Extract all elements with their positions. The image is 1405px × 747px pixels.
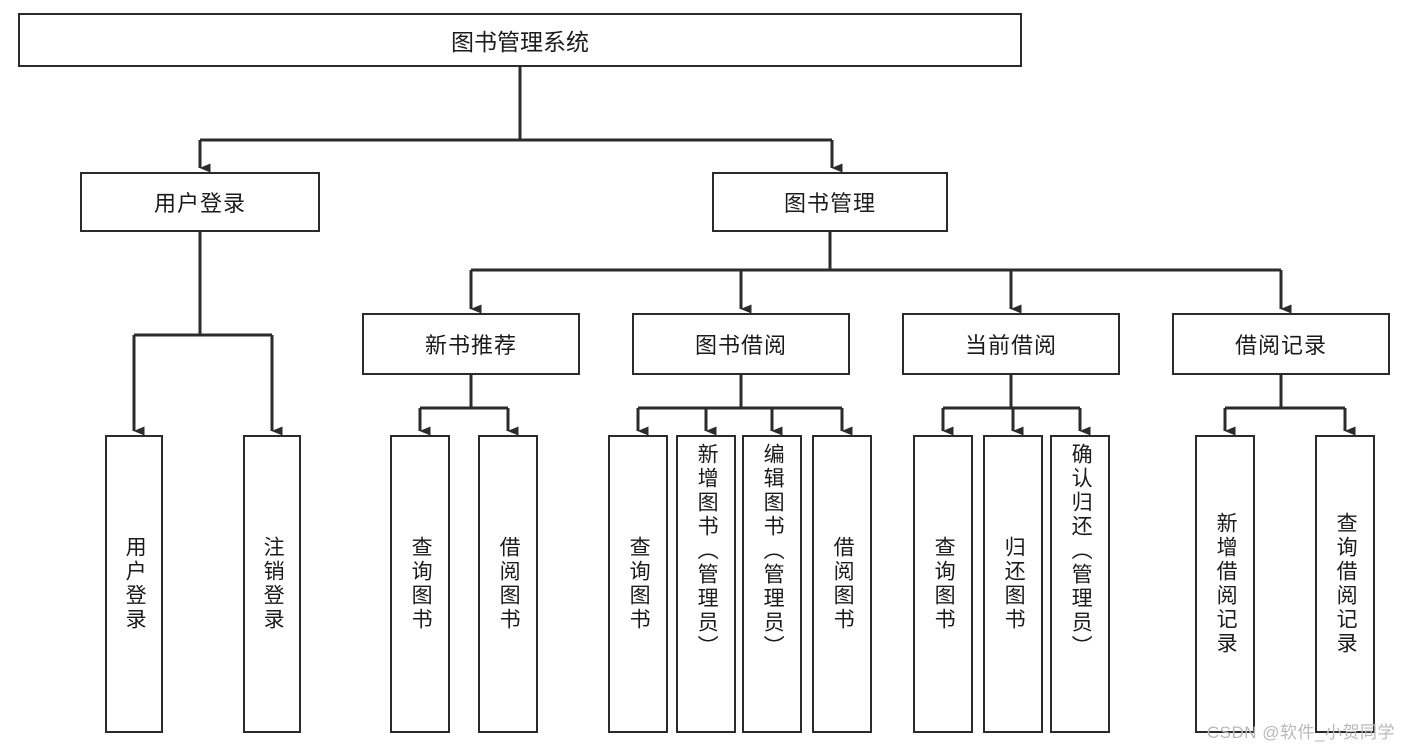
watermark-text: CSDN @软件_小贺同学 xyxy=(1206,723,1395,742)
leaf-user-login[interactable]: 用户登录 xyxy=(105,435,163,733)
leaf-borrow-book-2[interactable]: 借阅图书 xyxy=(812,435,872,733)
leaf-logout-login[interactable]: 注销登录 xyxy=(243,435,301,733)
leaf-return-book[interactable]: 归还图书 xyxy=(983,435,1043,733)
leaf-add-record-label: 新增借阅记录 xyxy=(1214,512,1238,656)
leaf-query-record-label: 查询借阅记录 xyxy=(1334,512,1358,656)
node-borrow-record-label: 借阅记录 xyxy=(1234,333,1327,358)
leaf-query-book-2[interactable]: 查询图书 xyxy=(608,435,668,733)
node-root-label: 图书管理系统 xyxy=(451,29,589,55)
node-new-book-rec-label: 新书推荐 xyxy=(424,333,517,358)
leaf-borrow-book-2-label: 借阅图书 xyxy=(831,536,855,632)
leaf-user-login-label: 用户登录 xyxy=(123,536,147,632)
leaf-query-book-1[interactable]: 查询图书 xyxy=(390,435,450,733)
node-new-book-rec[interactable]: 新书推荐 xyxy=(362,313,580,375)
leaf-edit-book-label: 编辑图书（管理员） xyxy=(761,443,785,659)
node-book-manage[interactable]: 图书管理 xyxy=(712,172,948,232)
leaf-query-book-3-label: 查询图书 xyxy=(932,536,956,632)
leaf-add-book-label: 新增图书（管理员） xyxy=(695,443,719,659)
leaf-query-book-1-label: 查询图书 xyxy=(409,536,433,632)
leaf-query-record[interactable]: 查询借阅记录 xyxy=(1315,435,1375,733)
leaf-add-record[interactable]: 新增借阅记录 xyxy=(1195,435,1255,733)
node-user-login[interactable]: 用户登录 xyxy=(80,172,320,232)
leaf-add-book[interactable]: 新增图书（管理员） xyxy=(676,435,736,733)
leaf-logout-login-label: 注销登录 xyxy=(261,536,285,632)
leaf-edit-book[interactable]: 编辑图书（管理员） xyxy=(742,435,802,733)
leaf-query-book-3[interactable]: 查询图书 xyxy=(913,435,973,733)
node-book-borrow-label: 图书借阅 xyxy=(694,333,787,358)
node-current-borrow[interactable]: 当前借阅 xyxy=(902,313,1120,375)
node-user-login-label: 用户登录 xyxy=(153,191,246,216)
leaf-confirm-return[interactable]: 确认归还（管理员） xyxy=(1050,435,1110,733)
node-current-borrow-label: 当前借阅 xyxy=(964,333,1057,358)
leaf-borrow-book-1-label: 借阅图书 xyxy=(497,536,521,632)
node-borrow-record[interactable]: 借阅记录 xyxy=(1172,313,1390,375)
leaf-return-book-label: 归还图书 xyxy=(1002,536,1026,632)
node-book-borrow[interactable]: 图书借阅 xyxy=(632,313,850,375)
leaf-confirm-return-label: 确认归还（管理员） xyxy=(1069,443,1093,659)
node-root[interactable]: 图书管理系统 xyxy=(18,13,1022,67)
node-book-manage-label: 图书管理 xyxy=(783,191,876,216)
leaf-query-book-2-label: 查询图书 xyxy=(627,536,651,632)
leaf-borrow-book-1[interactable]: 借阅图书 xyxy=(478,435,538,733)
